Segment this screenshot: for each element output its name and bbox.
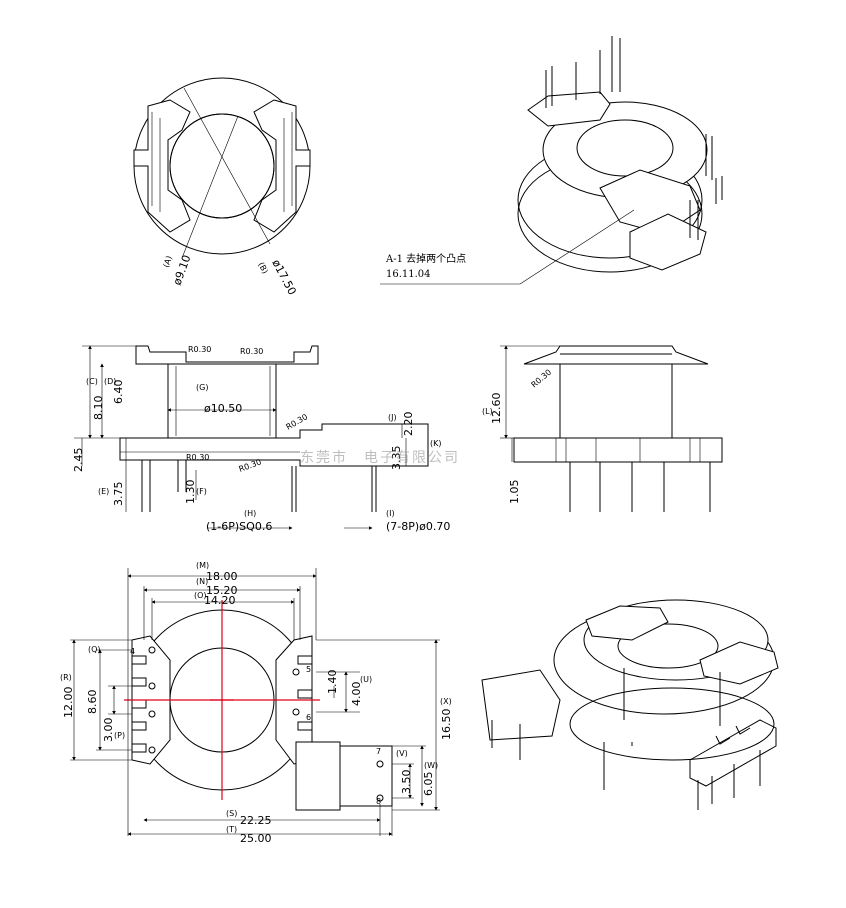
dim-t: 25.00 — [240, 832, 272, 845]
dim-l: 12.60 — [490, 393, 503, 425]
dim-e: 3.75 — [112, 482, 125, 507]
tag-s: (S) — [226, 809, 237, 818]
tag-x: (X) — [440, 697, 452, 706]
dim-d: 6.40 — [112, 380, 125, 405]
tag-u: (U) — [360, 675, 372, 684]
dim-f: 1.30 — [184, 480, 197, 505]
tag-j: (J) — [388, 413, 397, 422]
tag-m: (M) — [196, 561, 209, 570]
dim-c: 8.10 — [92, 396, 105, 421]
dim-860: 8.60 — [86, 690, 99, 715]
top-view: (A) ø9.10 (B) ø17.50 — [133, 77, 311, 297]
bottom-view: 4 5 6 7 8 — [60, 561, 453, 845]
dim-x: 16.50 — [440, 709, 453, 741]
r-mid: R0.30 — [285, 412, 310, 431]
tag-r: (R) — [60, 673, 72, 682]
dim-v: 3.50 — [400, 770, 413, 795]
r-low-left: R0.30 — [186, 453, 209, 462]
dia-outer-label: ø17.50 — [269, 257, 298, 297]
r-top-left: R0.30 — [188, 345, 211, 354]
dim-r: 12.00 — [62, 687, 75, 719]
tag-k: (K) — [430, 439, 442, 448]
r-side: R0.30 — [530, 368, 554, 390]
dim-g: ø10.50 — [204, 402, 242, 415]
tag-q: (Q) — [88, 645, 101, 654]
front-view: R0.30 R0.30 R0.30 R0.30 R0.30 (C) 8.10 (… — [72, 345, 460, 533]
tag-l: (L) — [482, 407, 493, 416]
dim-245: 2.45 — [72, 448, 85, 473]
dim-105: 1.05 — [508, 480, 521, 505]
pin-4: 4 — [130, 647, 135, 656]
tag-p: (P) — [114, 731, 125, 740]
side-view: R0.30 (L) 12.60 1.05 — [482, 345, 723, 512]
tag-g: (G) — [196, 383, 208, 392]
dim-u1: 1.40 — [326, 670, 339, 695]
dim-o: 14.20 — [204, 594, 236, 607]
dia-inner-tag: (A) — [161, 255, 173, 269]
pin-7: 7 — [376, 747, 381, 756]
dim-p: 3.00 — [102, 718, 115, 743]
dim-j: 2.20 — [402, 412, 415, 437]
dim-u2: 4.00 — [350, 682, 363, 707]
tag-c: (C) — [86, 377, 98, 386]
dim-i: (7-8P)ø0.70 — [386, 520, 450, 533]
dim-h: (1-6P)SQ0.6 — [206, 520, 272, 533]
dia-outer-tag: (B) — [256, 261, 269, 276]
tag-o: (O) — [194, 591, 207, 600]
note-line2: 16.11.04 — [386, 269, 431, 280]
dim-n: 15.20 — [206, 584, 238, 597]
tag-f: (F) — [196, 487, 207, 496]
iso-view-top: A-1 去掉两个凸点 16.11.04 — [380, 36, 723, 285]
dia-inner-label: ø9.10 — [171, 253, 194, 287]
tag-v: (V) — [396, 749, 408, 758]
tag-d: (D) — [104, 377, 116, 386]
tag-e: (E) — [98, 487, 109, 496]
dim-s: 22.25 — [240, 814, 272, 827]
dim-w: 6.05 — [422, 772, 435, 797]
dim-m: 18.00 — [206, 570, 238, 583]
dim-k: 3.35 — [390, 446, 403, 471]
tag-h: (H) — [244, 509, 256, 518]
watermark: 东莞市 电子有限公司 — [300, 449, 460, 466]
pin-8: 8 — [376, 797, 381, 806]
pin-6: 6 — [306, 713, 311, 722]
tag-n: (N) — [196, 577, 208, 586]
r-top-right: R0.30 — [240, 347, 263, 356]
pin-5: 5 — [306, 665, 311, 674]
note-line1: A-1 去掉两个凸点 — [385, 252, 466, 265]
iso-view-bottom — [481, 599, 779, 810]
tag-i: (I) — [386, 509, 395, 518]
tag-w: (W) — [424, 761, 438, 770]
tag-t: (T) — [226, 825, 237, 834]
